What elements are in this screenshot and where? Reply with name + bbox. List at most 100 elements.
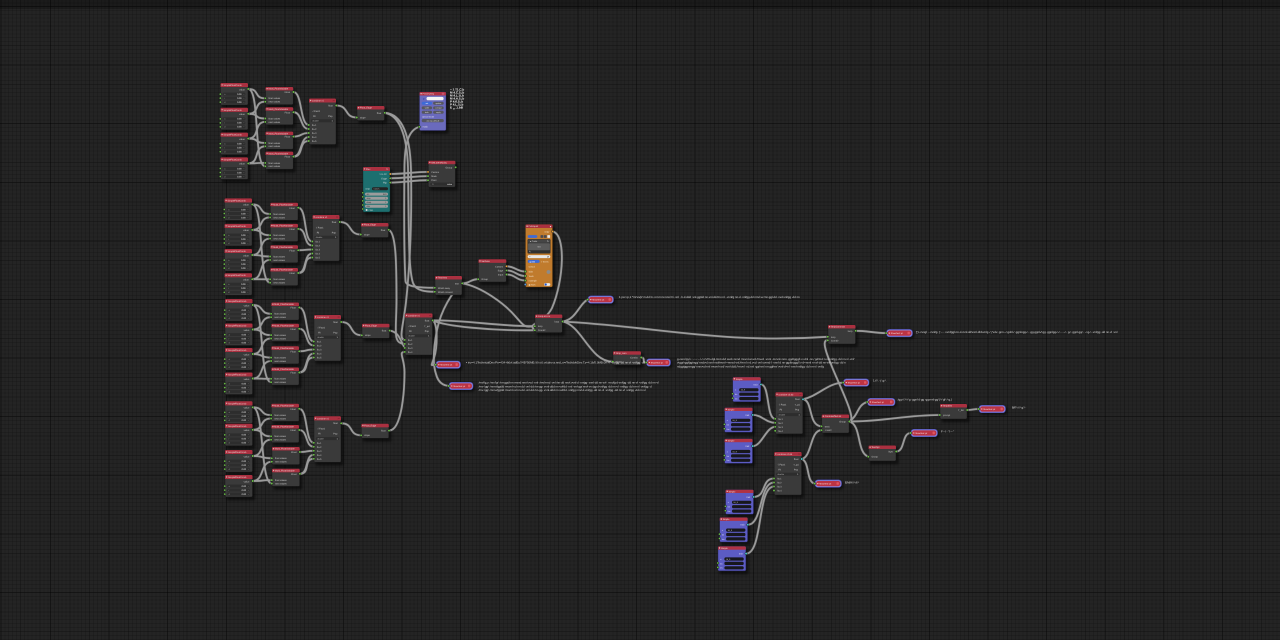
svg-text:a: a — [228, 208, 230, 211]
svg-text:next values: next values — [273, 216, 285, 219]
svg-text:‣: ‣ — [248, 468, 249, 471]
svg-text:slope: slope — [364, 233, 370, 236]
svg-text:disable: disable — [317, 437, 324, 440]
svg-text:fla.2: fla.2 — [777, 482, 782, 485]
svg-text:‣: ‣ — [248, 464, 249, 467]
svg-text:SimpleFloatComb: SimpleFloatComb — [224, 109, 243, 112]
svg-text:ShowText⎕pt: ShowText⎕pt — [819, 483, 831, 486]
svg-text:trait: trait — [745, 445, 749, 448]
svg-text:value: value — [243, 204, 249, 207]
svg-text:Multi_FloatVariable: Multi_FloatVariable — [269, 88, 289, 91]
svg-text:Simple: Simple — [728, 408, 735, 411]
svg-text:Multi_FloatVariable: Multi_FloatVariable — [275, 448, 295, 451]
svg-text:a: a — [229, 460, 231, 463]
svg-text:Float: Float — [290, 429, 296, 432]
svg-text:d: d — [229, 468, 231, 471]
svg-text:‣: ‣ — [243, 93, 244, 96]
svg-text:16_9: 16_9 — [732, 419, 737, 422]
svg-text:r: r — [229, 337, 230, 340]
svg-text:Group: Group — [446, 166, 453, 169]
svg-text:◩: ◩ — [547, 256, 549, 259]
svg-text:0.00: 0.00 — [242, 313, 247, 316]
svg-text:SimpleFloatComb: SimpleFloatComb — [228, 476, 247, 479]
svg-text:0.00: 0.00 — [242, 411, 247, 414]
svg-text:float: float — [381, 430, 386, 433]
svg-text:Float: Float — [291, 473, 297, 476]
svg-text:Mask: Mask — [431, 175, 437, 178]
svg-text:✂: ✂ — [336, 216, 339, 219]
svg-text:compat: compat — [435, 107, 442, 110]
svg-text:√ Fact1: √ Fact1 — [408, 325, 416, 328]
svg-text:SimpleFloatComb: SimpleFloatComb — [228, 199, 247, 202]
svg-text:‣: ‣ — [248, 309, 249, 312]
svg-text:SetLatentNoisy: SetLatentNoisy — [431, 161, 447, 164]
svg-text:‣: ‣ — [247, 267, 248, 270]
svg-text:‣: ‣ — [248, 390, 249, 393]
svg-text:16_9: 16_9 — [733, 501, 738, 504]
svg-text:school: school — [529, 266, 536, 269]
svg-text:Simple: Simple — [736, 378, 743, 381]
svg-text:fla.4: fla.4 — [317, 454, 322, 457]
svg-text:value: value — [244, 429, 250, 432]
svg-text:SimpleFloatComb: SimpleFloatComb — [228, 425, 247, 428]
svg-text:combine v1: combine v1 — [316, 216, 328, 219]
svg-text:next values: next values — [274, 417, 286, 420]
svg-text:float values: float values — [274, 378, 286, 381]
svg-text:a: a — [229, 358, 231, 361]
svg-text:0.00: 0.00 — [242, 333, 247, 336]
svg-text:set: set — [426, 102, 429, 105]
svg-text:Set: Set — [537, 246, 541, 249]
svg-text:inv: inv — [727, 428, 730, 431]
svg-text:0.00: 0.00 — [242, 464, 247, 467]
svg-text:T_pd.: T_pd. — [795, 404, 801, 407]
svg-text:✂: ✂ — [333, 100, 336, 103]
svg-text:Group: Group — [839, 421, 846, 424]
svg-text:SimpleFloatComb: SimpleFloatComb — [224, 84, 243, 87]
svg-text:ndgg⁄ggpvngg⁄ nnnvvd∙nnl mvvnl: ndgg⁄ggpvngg⁄ nnnvvd∙nnl mvvnl∙vvd⁄ vvnl… — [677, 365, 824, 369]
svg-text:‣: ‣ — [248, 442, 249, 445]
svg-text:Float: Float — [290, 372, 296, 375]
svg-text:value: value — [243, 279, 249, 282]
svg-text:0.00: 0.00 — [242, 366, 247, 369]
svg-text:Float: Float — [290, 408, 296, 411]
svg-text:trait: trait — [741, 524, 745, 527]
svg-text:✄: ✄ — [386, 168, 389, 171]
svg-text:loop: loop — [848, 330, 853, 333]
svg-text:World away: World away — [438, 287, 451, 290]
svg-text:‣: ‣ — [248, 317, 249, 320]
svg-text:0.00: 0.00 — [241, 238, 246, 241]
svg-text:fla.2: fla.2 — [312, 128, 317, 131]
svg-text:✂: ✂ — [429, 315, 432, 318]
svg-text:use_by_default: use_by_default — [426, 120, 439, 123]
svg-text:bn: bn — [727, 455, 729, 458]
svg-text:Fil: Fil — [313, 115, 316, 118]
svg-text:Strip_num: Strip_num — [616, 352, 627, 355]
svg-text:value: value — [243, 229, 249, 232]
svg-text:SimpleFloatComb: SimpleFloatComb — [228, 451, 247, 454]
svg-text:float values: float values — [275, 457, 287, 460]
svg-text:disable: disable — [312, 120, 319, 123]
svg-text:float values: float values — [274, 313, 286, 316]
svg-text:Comb2: Comb2 — [538, 329, 546, 332]
svg-text:0.00: 0.00 — [237, 126, 242, 129]
svg-text:Simple: Simple — [728, 440, 735, 443]
svg-text:fla.4: fla.4 — [316, 253, 321, 256]
svg-text:fla.2: fla.2 — [317, 345, 322, 348]
svg-text:d: d — [229, 390, 231, 393]
svg-text:0: 0 — [432, 183, 434, 186]
svg-text:crop: crop — [365, 188, 370, 191]
svg-text:0.00: 0.00 — [241, 287, 246, 290]
svg-text:copy: copy — [544, 231, 550, 234]
svg-text:● Custo: ● Custo — [530, 240, 538, 243]
svg-text:Edge: Edge — [381, 177, 387, 180]
svg-text:r: r — [229, 464, 230, 467]
svg-text:0.00: 0.00 — [242, 434, 247, 437]
svg-text:float: float — [794, 458, 799, 461]
svg-text:next values: next values — [275, 461, 287, 464]
svg-text:value: value — [244, 455, 250, 458]
svg-text:Float_Edge: Float_Edge — [364, 224, 376, 227]
svg-text:‣: ‣ — [243, 101, 244, 104]
svg-text:‣: ‣ — [243, 122, 244, 125]
svg-text:Pop: Pop — [795, 409, 800, 412]
svg-text:0.00: 0.00 — [237, 167, 242, 170]
